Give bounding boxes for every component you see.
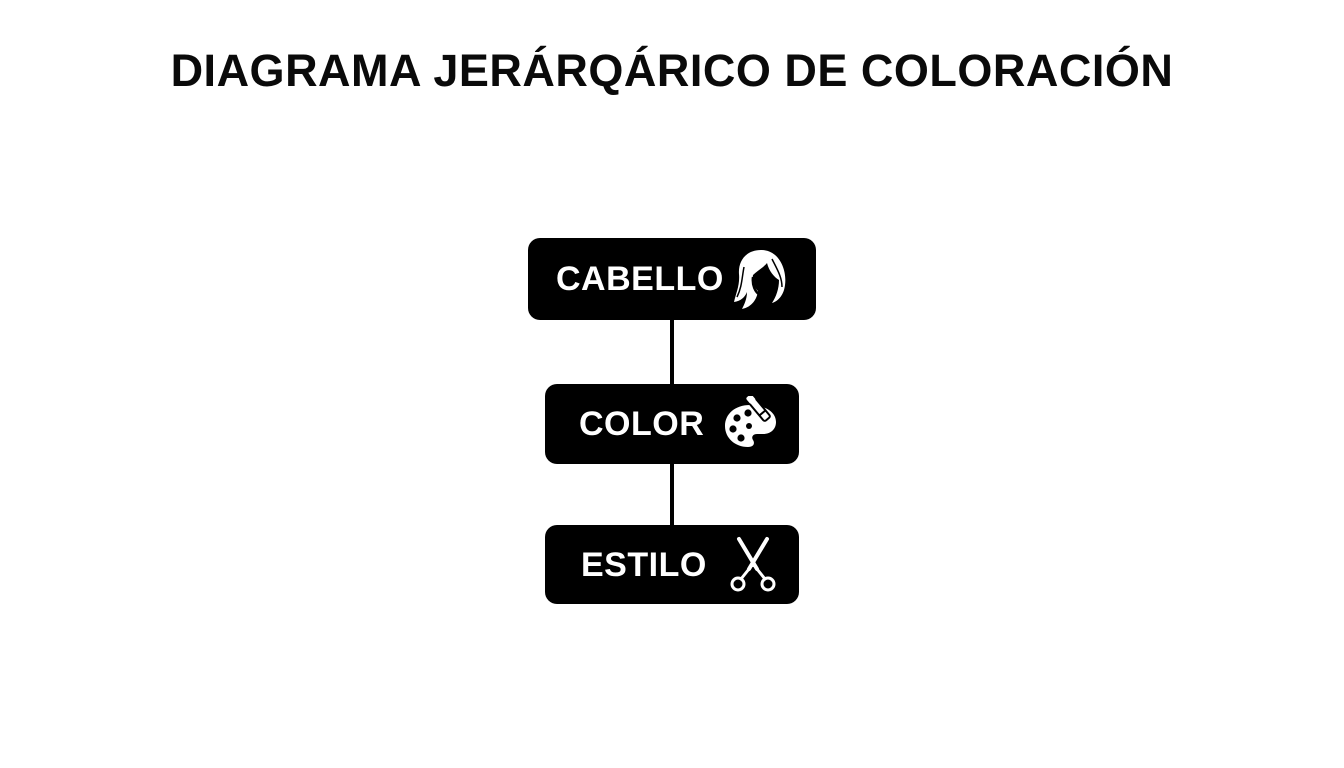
node-color-label: COLOR [579, 405, 705, 443]
connector-cabello-color [670, 320, 674, 384]
node-cabello: CABELLO [528, 238, 816, 320]
connector-color-estilo [670, 464, 674, 525]
node-color: COLOR [545, 384, 799, 464]
node-cabello-label: CABELLO [556, 260, 724, 298]
scissors-icon [730, 537, 776, 592]
node-estilo: ESTILO [545, 525, 799, 604]
diagram-title: DIAGRAMA JERÁRQÁRICO DE COLORACIÓN [170, 45, 1174, 96]
node-estilo-label: ESTILO [581, 546, 707, 584]
hair-icon [734, 250, 786, 309]
palette-icon [725, 396, 776, 447]
